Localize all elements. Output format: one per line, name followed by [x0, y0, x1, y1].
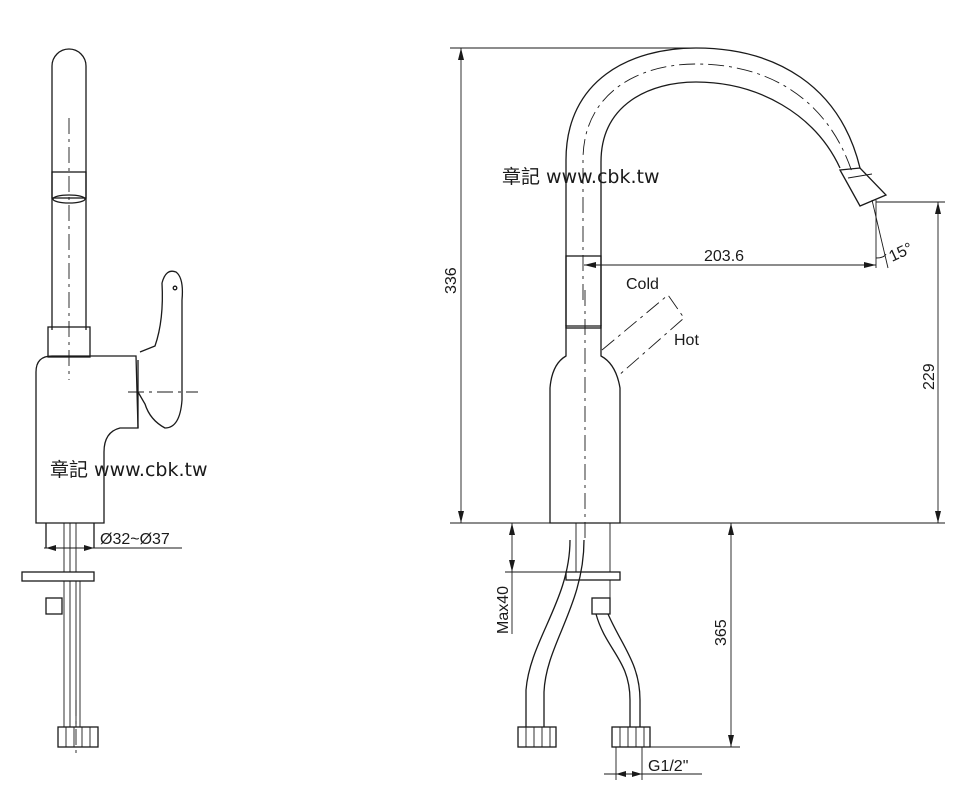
- deck-thickness-label: Max40: [495, 586, 512, 634]
- dim-max40-arrow-top: [509, 523, 515, 535]
- side-handle-lever-inner: [139, 282, 163, 353]
- front-hose-left: [525, 539, 571, 727]
- side-nut: [45, 597, 63, 615]
- side-hose-connector: [57, 726, 99, 748]
- dim-365-arrow-bottom: [728, 735, 734, 747]
- reach-label: 203.6: [704, 248, 744, 265]
- thread-arrow-left: [616, 771, 626, 777]
- hole-diameter-label: Ø32~Ø37: [100, 531, 170, 548]
- dim-203-arrow-right: [864, 262, 876, 268]
- front-view: 15° Cold Hot 336 203.6 229: [443, 47, 945, 780]
- spout-height-label: 229: [921, 363, 938, 390]
- cold-label: Cold: [626, 276, 659, 293]
- front-mounting-plate: [565, 571, 621, 581]
- dim-203-arrow-left: [584, 262, 596, 268]
- side-body: [35, 355, 139, 524]
- watermark-left: 章記 www.cbk.tw: [50, 459, 208, 481]
- side-dim-arrow-right: [84, 545, 94, 551]
- front-collar: [565, 255, 602, 329]
- dim-365-arrow-top: [728, 523, 734, 535]
- front-body: [549, 325, 621, 524]
- dim-max40-arrow-bottom: [509, 560, 515, 572]
- dim-229-arrow-bottom: [935, 511, 941, 523]
- front-hose-right-inner: [607, 613, 641, 727]
- dim-336-arrow-top: [458, 48, 464, 60]
- front-nut: [591, 597, 611, 615]
- thread-label: G1/2": [648, 758, 688, 775]
- front-connector-left: [517, 726, 557, 748]
- side-collar: [47, 326, 91, 358]
- side-dim-arrow-left: [46, 545, 56, 551]
- angle-line: [871, 199, 889, 269]
- side-aerator-ring: [52, 194, 86, 204]
- hose-length-label: 365: [713, 619, 730, 646]
- front-aerator: [838, 167, 888, 207]
- front-aerator-ring: [847, 173, 873, 179]
- hot-label: Hot: [674, 332, 699, 349]
- angle-label: 15°: [887, 240, 916, 266]
- dim-336-arrow-bottom: [458, 511, 464, 523]
- front-spout-centerline: [582, 63, 853, 300]
- front-hose-right: [595, 613, 631, 727]
- side-handle-dot: [172, 285, 178, 291]
- side-mounting-plate: [21, 571, 95, 582]
- front-connector-right: [611, 726, 651, 748]
- total-height-label: 336: [443, 267, 460, 294]
- front-hose-left-inner: [543, 539, 585, 727]
- side-view: Ø32~Ø37: [21, 48, 198, 758]
- front-handle-outline: [601, 294, 685, 377]
- watermark-right: 章記 www.cbk.tw: [502, 166, 660, 188]
- side-handle-lever: [137, 270, 184, 429]
- front-spout-inner: [600, 81, 841, 326]
- thread-arrow-right: [632, 771, 642, 777]
- angle-arc: [875, 253, 887, 259]
- dim-229-arrow-top: [935, 202, 941, 214]
- side-spout-tube: [51, 48, 87, 330]
